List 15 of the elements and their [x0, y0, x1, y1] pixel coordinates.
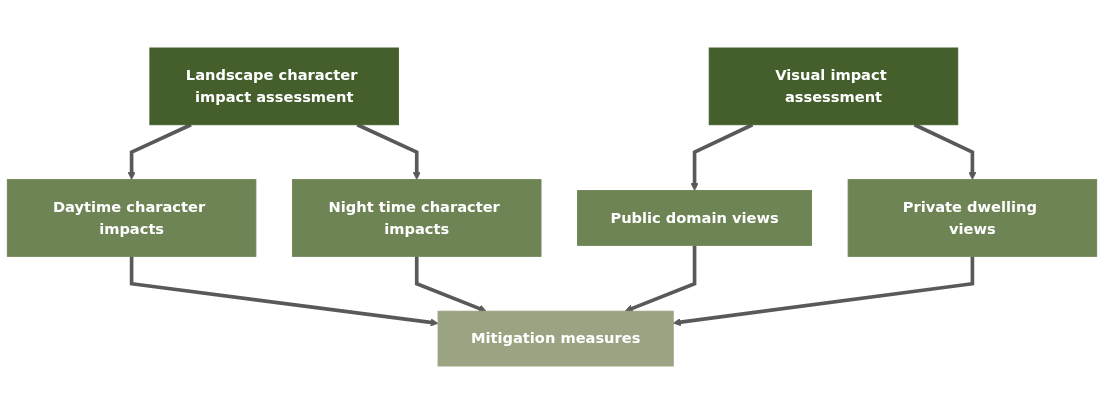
arrow [672, 256, 975, 327]
arrow [690, 123, 754, 191]
arrow [127, 123, 192, 180]
node-box: Visual impact assessment [708, 47, 959, 126]
node-box: Private dwelling views [847, 179, 1098, 257]
node-box: Landscape character impact assessment [149, 47, 399, 126]
node-box: Daytime character impacts [6, 179, 257, 257]
node-box: Mitigation measures [437, 310, 674, 367]
node-box: Night time character impacts [292, 179, 542, 257]
arrow [129, 256, 439, 327]
arrow [356, 123, 421, 180]
arrow [913, 123, 977, 180]
arrow [624, 245, 697, 313]
arrow [414, 256, 487, 313]
node-box: Public domain views [577, 190, 812, 246]
